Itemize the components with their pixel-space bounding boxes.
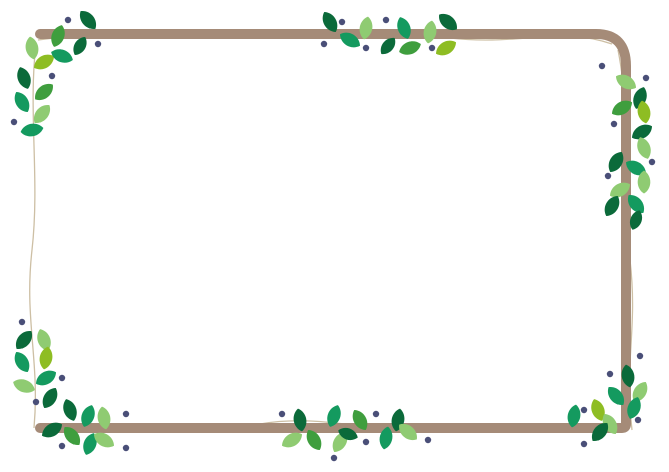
leaf-icon [327,405,341,427]
leaf-icon [33,105,51,123]
leaf-icon [627,195,645,213]
leaf-icon [604,195,620,217]
leaf-icon [399,41,421,55]
leaf-icon [15,331,33,349]
leaf-icon [73,36,87,56]
berry-dot-icon [580,440,588,448]
leaf-icon [42,387,58,409]
berry-dot-icon [428,44,436,52]
berry-dot-icon [604,172,612,180]
berry-dot-icon [362,44,370,52]
leaf-icon [352,409,368,431]
leaf-icon [83,433,97,455]
leaf-icon [39,346,53,370]
berry-dot-icon [648,158,656,166]
berry-dot-icon [636,352,644,360]
berry-dot-icon [372,410,380,418]
leaf-icon [397,17,411,39]
leaf-icon [81,405,95,427]
berry-dot-icon [64,16,72,24]
leaf-icon [637,100,651,124]
frame-border [35,29,631,433]
berry-dot-icon [424,436,432,444]
leaf-icon [621,364,635,388]
leaf-icon [306,429,322,451]
leaf-icon [567,404,581,428]
leaf-icon [339,32,361,48]
berry-dot-icon [10,118,18,126]
leaf-icon [608,151,624,173]
leaf-icon [615,74,637,90]
leaf-icon [338,427,358,441]
berry-dot-icon [58,442,66,450]
berry-dot-icon [94,40,102,48]
leaf-icon [611,100,633,116]
leaf-icon [625,160,647,176]
berry-dot-icon [122,410,130,418]
berry-dot-icon [382,16,390,24]
berry-dot-icon [32,398,40,406]
berry-dot-icon [48,72,56,80]
leaf-icon [627,397,641,419]
leaf-icon [439,13,457,31]
leaf-icon [63,399,77,421]
leaf-icon [607,387,625,405]
leaf-icon [37,329,51,351]
berry-dot-icon [278,410,286,418]
berry-dot-icon [598,62,606,70]
leaf-icon [33,54,55,70]
leaf-icon [281,432,303,448]
leaf-icon [293,408,307,432]
berry-dot-icon [330,454,338,462]
leaf-icon [63,427,81,445]
berry-dot-icon [338,18,346,26]
leaf-icon [379,426,393,450]
leaf-icon [41,422,63,438]
leaf-icon [380,38,396,54]
leaf-icon [13,379,35,393]
berry-dot-icon [122,444,130,452]
berry-dot-icon [362,438,370,446]
leaf-icon [631,124,653,140]
berry-dot-icon [320,40,328,48]
leaf-icon [322,11,338,33]
berry-dot-icon [58,374,66,382]
berry-dot-icon [634,416,642,424]
leaf-icon [629,210,643,230]
berry-dot-icon [642,74,650,82]
leaf-icon [591,399,605,421]
berry-dot-icon [580,406,588,414]
leaf-clusters [13,11,653,455]
leaf-icon [20,123,44,137]
leaf-icon [14,91,30,113]
berry-dot-icon [606,370,614,378]
leaf-icon [632,381,648,403]
leaf-icon [359,16,373,40]
leaf-icon [423,20,437,44]
leaf-icon [35,83,53,101]
leaf-icon [35,370,57,386]
leaf-icon [79,11,97,29]
berry-dot-icon [18,318,26,326]
leaf-icon [399,423,417,441]
leaf-icon [591,423,609,441]
leaf-icon [51,25,65,47]
leaf-icon [51,49,73,63]
leaf-icon [637,137,651,159]
leaf-icon [609,182,631,198]
leaf-icon [93,432,115,448]
leaf-icon [637,170,651,194]
berry-dots [10,16,656,462]
berry-dot-icon [610,120,618,128]
leaf-icon [14,351,30,373]
vine-lines [29,30,634,431]
leaf-icon [97,406,111,430]
leaf-icon [17,67,31,89]
leaf-icon [25,36,39,60]
vine-left [29,43,37,429]
leaf-icon [435,40,457,56]
